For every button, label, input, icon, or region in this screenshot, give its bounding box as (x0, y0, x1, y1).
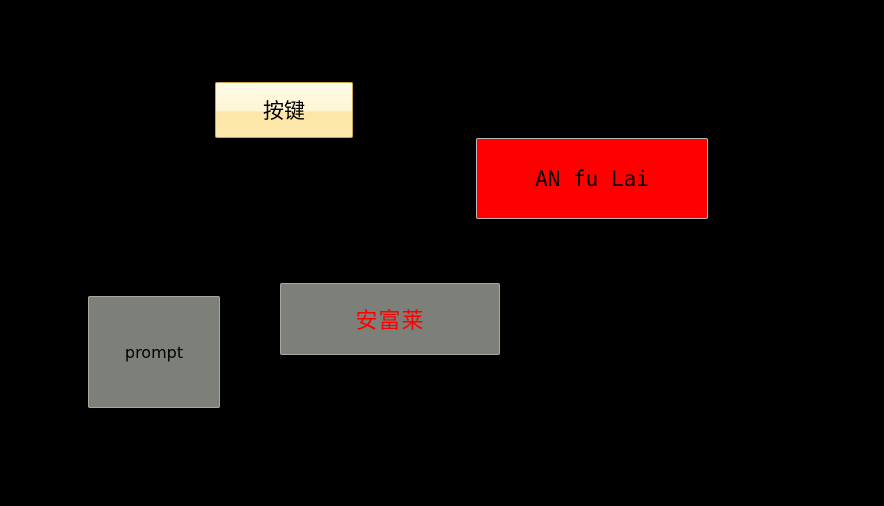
prompt-box: prompt (88, 296, 220, 408)
prompt-label: prompt (124, 342, 184, 362)
anfulai-button[interactable]: AN fu Lai (476, 138, 708, 219)
chinese-text-button-label: 安富莱 (355, 309, 425, 334)
key-button-label: 按键 (263, 99, 305, 123)
key-button[interactable]: 按键 (215, 82, 353, 138)
chinese-text-button[interactable]: 安富莱 (280, 283, 500, 355)
anfulai-button-label: AN fu Lai (535, 166, 649, 191)
